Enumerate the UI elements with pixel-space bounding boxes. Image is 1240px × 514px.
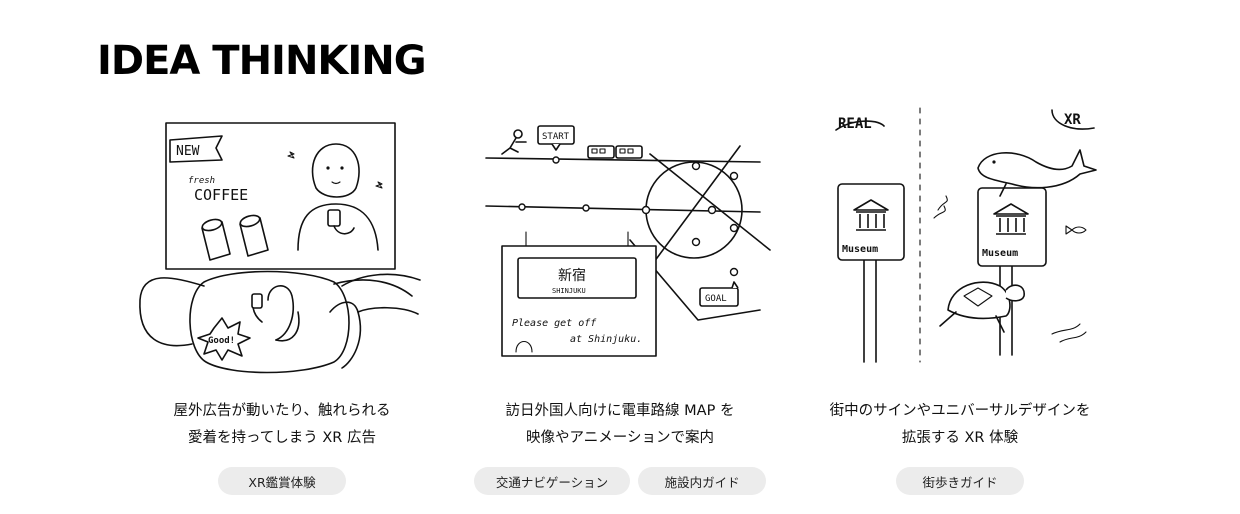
good-burst [197,317,251,361]
sparkle-icon [287,151,295,159]
coffee-label: COFFEE [194,186,248,204]
lens-person-icon [251,285,300,342]
illustration-museum-signs: REAL XR Museum Museum [780,100,1140,375]
station-name-jp: 新宿 [558,267,586,284]
museum-sign-left: Museum [837,183,905,363]
notice-line-1: Please get off [512,318,597,329]
illustration-xr-billboard: NEW fresh COFFEE [102,100,462,375]
goal-box [699,287,739,307]
museum-icon [853,199,889,231]
fish-icon [1065,225,1087,235]
museum-icon [993,203,1029,235]
real-label: REAL [838,116,872,132]
card-caption: 訪日外国人向けに電車路線 MAP を 映像やアニメーションで案内 [440,398,800,452]
page-title: IDEA THINKING [97,38,427,84]
idea-card-xr-advertising: NEW fresh COFFEE [102,100,462,514]
fresh-label: fresh [188,176,215,186]
train-icon [587,145,643,159]
xr-label: XR [1064,112,1081,128]
billboard-glasses-drawing: NEW fresh COFFEE [139,122,421,374]
xr-arc [1051,109,1095,130]
coffee-cans-icon [201,214,269,261]
card-caption: 屋外広告が動いたり、触れられる 愛着を持ってしまう XR 広告 [102,398,462,452]
station-name-en: SHINJUKU [552,287,586,295]
idea-card-train-map: START GOAL 新宿 SHINJUKU Please get [440,100,800,514]
tag-list: 交通ナビゲーション 施設内ガイド [440,467,800,495]
runner-icon [501,129,527,155]
tag-xr-appreciation[interactable]: XR鑑賞体験 [218,467,346,495]
whale-icon [977,149,1097,197]
billboard-frame [165,122,396,270]
tag-facility-guide[interactable]: 施設内ガイド [638,467,767,495]
wave-line [1059,331,1087,343]
billboard-person-icon [297,143,379,251]
new-label: NEW [176,144,200,159]
notice-line-2: at Shinjuku. [570,334,642,345]
turtle-icon [939,281,1025,333]
station-dots [518,156,739,277]
new-flag [169,135,223,163]
sparkle-icon [375,181,383,189]
museum-label-right: Museum [982,248,1018,259]
station-sign: 新宿 SHINJUKU Please get off at Shinjuku. [501,231,657,357]
museum-sign-right: Museum [977,187,1047,356]
wave-line [933,205,946,219]
tag-list: XR鑑賞体験 [102,467,462,495]
museum-signs-drawing: REAL XR Museum Museum [835,107,1097,363]
caption-line-2: 拡張する XR 体験 [901,430,1019,446]
train-map-drawing: START GOAL 新宿 SHINJUKU Please get [485,125,771,357]
tag-city-walk-guide[interactable]: 街歩きガイド [896,467,1024,495]
hand-icon [329,273,421,369]
caption-line-2: 愛着を持ってしまう XR 広告 [187,430,376,446]
goal-label: GOAL [705,294,727,304]
caption-line-1: 屋外広告が動いたり、触れられる [173,403,391,419]
real-arc [835,120,885,131]
wave-line [937,195,948,211]
card-caption: 街中のサインやユニバーサルデザインを 拡張する XR 体験 [780,398,1140,452]
caption-line-2: 映像やアニメーションで案内 [526,430,714,446]
small-figure-icon [515,340,533,353]
illustration-train-map: START GOAL 新宿 SHINJUKU Please get [440,100,800,375]
start-label: START [542,132,570,142]
tag-transport-navigation[interactable]: 交通ナビゲーション [473,467,631,495]
caption-line-1: 訪日外国人向けに電車路線 MAP を [505,403,735,419]
good-label: Good! [208,336,235,346]
tag-list: 街歩きガイド [780,467,1140,495]
wave-line [1051,323,1081,335]
idea-card-city-signage: REAL XR Museum Museum [780,100,1140,514]
caption-line-1: 街中のサインやユニバーサルデザインを [829,403,1091,419]
museum-label-left: Museum [842,244,878,255]
